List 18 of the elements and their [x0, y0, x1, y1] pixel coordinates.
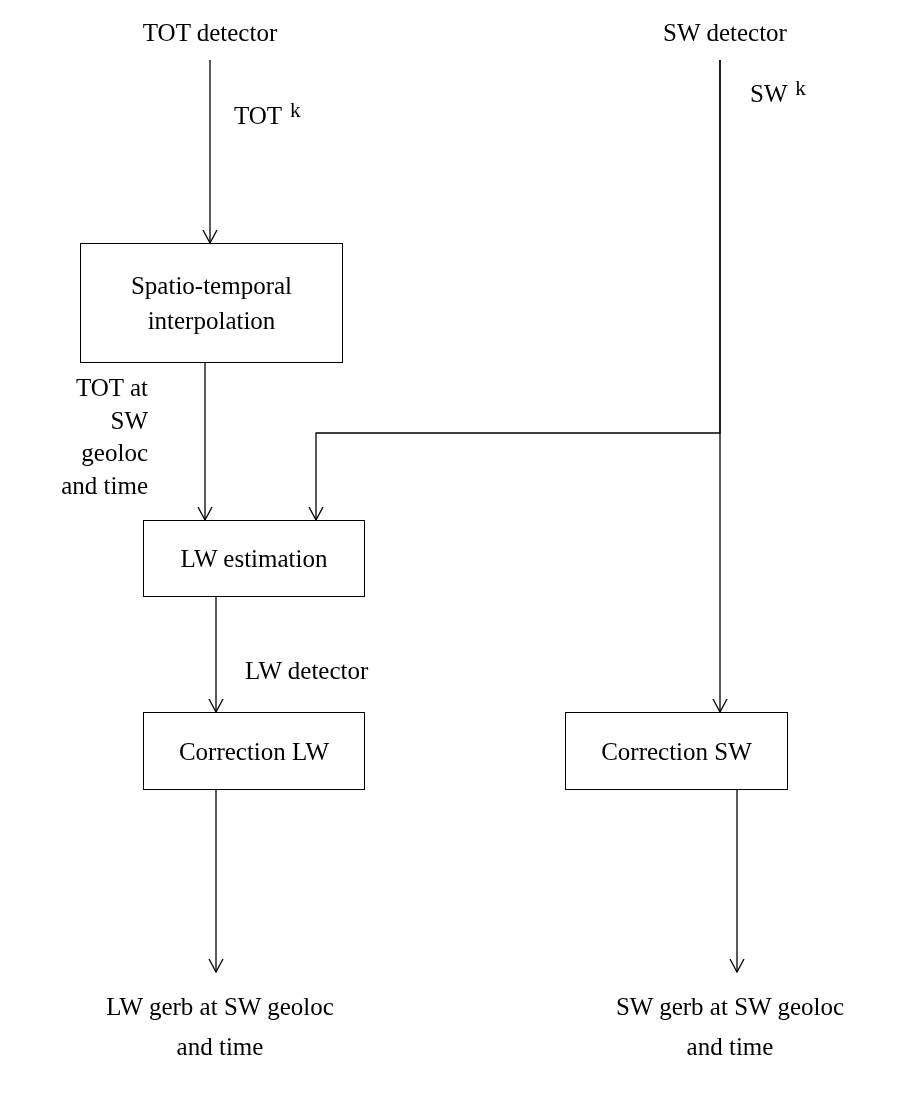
arrow	[208, 789, 224, 973]
process-box	[565, 712, 788, 790]
box-label: LW estimation	[180, 544, 328, 574]
arrow	[729, 789, 745, 973]
node-label: SW detector	[663, 17, 787, 48]
process-box	[143, 520, 365, 597]
process-box	[143, 712, 365, 790]
node-label: TOT detector	[142, 17, 278, 48]
node-label: LW gerb at SW geoloc and time	[105, 992, 335, 1062]
box-label: Correction SW	[601, 736, 752, 767]
arrow	[308, 59, 721, 521]
process-box	[80, 243, 343, 363]
box-label: Correction LW	[178, 736, 330, 767]
node-label: SW gerb at SW geoloc and time	[614, 992, 846, 1062]
arrow	[208, 596, 224, 713]
arrow	[197, 362, 213, 521]
arrow	[202, 59, 218, 244]
box-label: Spatio-temporal interpolation	[129, 271, 294, 336]
